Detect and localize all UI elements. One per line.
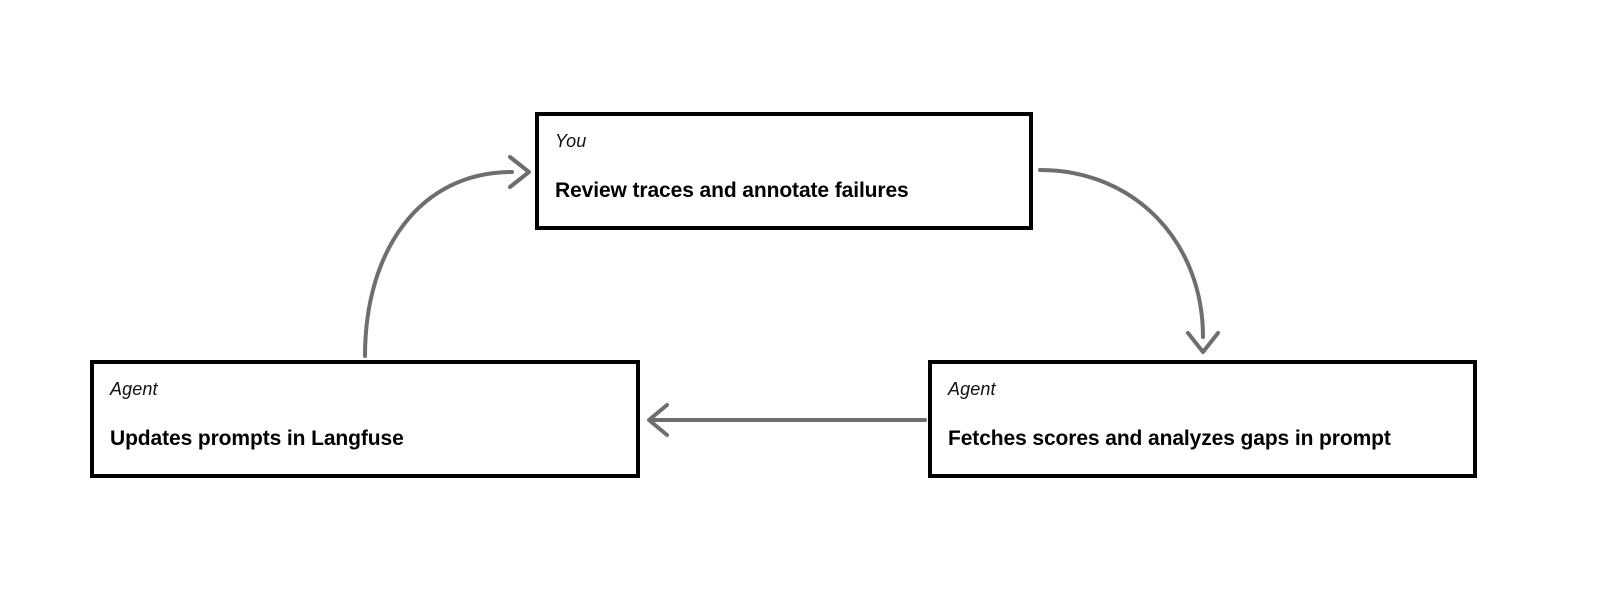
node-title-label: Fetches scores and analyzes gaps in prom… — [948, 427, 1391, 450]
edge-updates-to-you-line — [363, 170, 514, 358]
node-agent-fetches[interactable]: Agent Fetches scores and analyzes gaps i… — [928, 360, 1477, 478]
node-role-label: Agent — [110, 379, 158, 399]
edge-you-to-fetches-line — [1038, 168, 1205, 339]
node-role-label: You — [555, 131, 587, 151]
node-agent-updates[interactable]: Agent Updates prompts in Langfuse — [90, 360, 640, 478]
node-title-label: Updates prompts in Langfuse — [110, 427, 404, 450]
edge-updates-to-you — [363, 155, 531, 358]
node-title-label: Review traces and annotate failures — [555, 179, 909, 202]
edge-fetches-to-updates — [647, 403, 927, 437]
arrowhead-down-icon — [1186, 331, 1220, 354]
arrowhead-left-icon — [647, 403, 669, 437]
edge-you-to-fetches — [1038, 168, 1220, 354]
node-you-review[interactable]: You Review traces and annotate failures — [535, 112, 1033, 230]
arrowhead-right-icon — [508, 155, 531, 189]
node-role-label: Agent — [948, 379, 996, 399]
